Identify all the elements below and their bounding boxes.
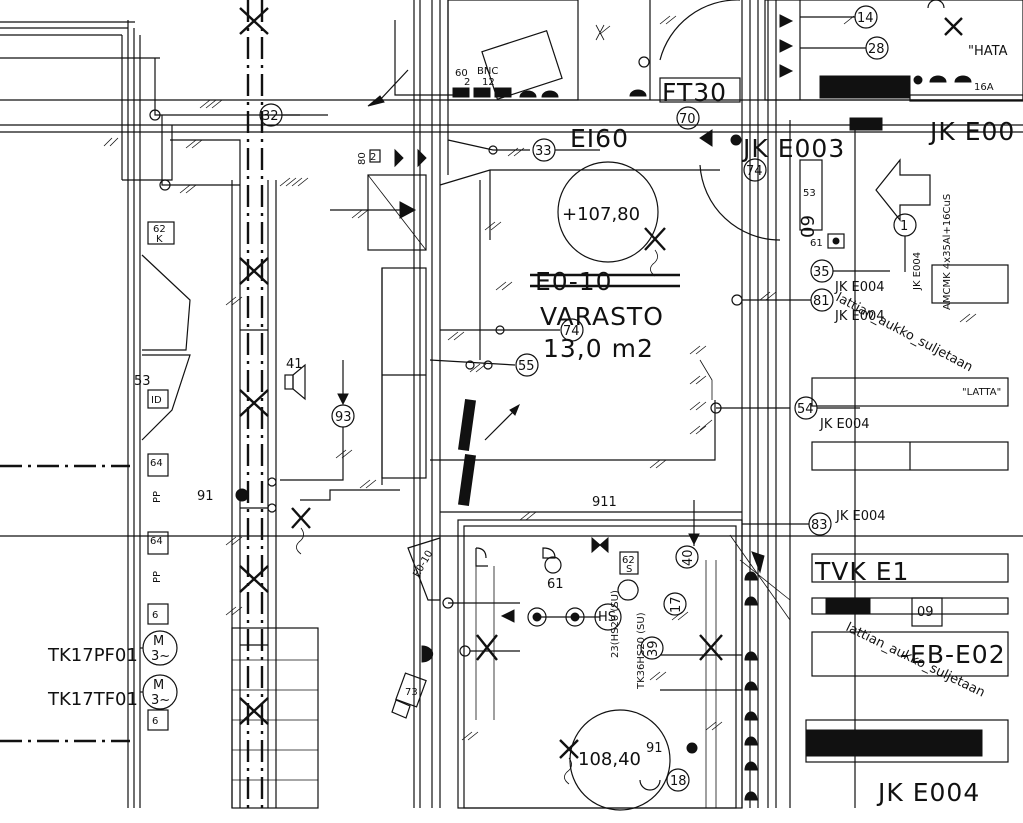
right-cables: 1 JK E004 AMCMK 4x35Al+16CuS 35 JK E004 …: [731, 158, 1009, 807]
svg-text:16A: 16A: [974, 82, 994, 93]
stair: [231, 627, 319, 809]
varasto-room: E0-10 VARASTO 13,0 m2 74 55: [429, 267, 790, 507]
svg-text:2: 2: [464, 77, 470, 88]
svg-text:83: 83: [811, 518, 828, 533]
svg-text:JK E004: JK E004: [834, 309, 885, 324]
svg-text:61: 61: [547, 577, 564, 592]
svg-text:74: 74: [563, 324, 580, 339]
svg-text:54: 54: [797, 402, 814, 417]
svg-text:18: 18: [670, 774, 687, 789]
svg-text:K: K: [156, 234, 163, 245]
svg-text:70: 70: [679, 112, 696, 127]
svg-text:35: 35: [813, 265, 830, 280]
svg-text:M: M: [153, 634, 164, 649]
mid-walls: [367, 0, 455, 808]
svg-text:911: 911: [592, 495, 617, 510]
svg-text:64: 64: [150, 458, 163, 469]
lower-room: 911 61 62 S 40 17 39 HS 23(HS20 (SU) TK3…: [391, 495, 791, 809]
svg-text:32: 32: [262, 109, 279, 124]
svg-text:JK E004: JK E004: [819, 417, 870, 432]
ft30-area: FT30 70 74: [629, 0, 781, 241]
svg-text:TK36HS20 (SU): TK36HS20 (SU): [636, 612, 647, 690]
svg-text:91: 91: [646, 741, 663, 756]
svg-text:39: 39: [646, 640, 661, 657]
motor-label-tf: TK17TF01: [47, 689, 138, 710]
svg-text:60: 60: [796, 215, 817, 238]
svg-text:1: 1: [900, 219, 908, 234]
shaft-circle-1: +107,80: [557, 161, 666, 277]
speaker-area: 41 93 91: [197, 357, 400, 555]
svg-text:09: 09: [917, 605, 934, 620]
svg-text:JK E004: JK E004: [834, 280, 885, 295]
motor-label-pf: TK17PF01: [47, 645, 138, 666]
svg-text:+107,80: +107,80: [562, 204, 640, 225]
svg-text:"HATA: "HATA: [968, 44, 1008, 59]
svg-text:3~: 3~: [151, 649, 170, 664]
misc-ticks: [225, 15, 855, 616]
svg-text:62: 62: [622, 555, 635, 566]
svg-text:PP: PP: [152, 491, 163, 503]
svg-text:62: 62: [153, 224, 166, 235]
svg-text:VARASTO: VARASTO: [540, 302, 664, 331]
svg-text:17: 17: [669, 596, 684, 613]
svg-text:13,0 m2: 13,0 m2: [543, 334, 654, 363]
svg-text:80: 80: [357, 152, 368, 165]
svg-text:E0-10: E0-10: [535, 267, 613, 296]
svg-text:41: 41: [286, 357, 303, 372]
top-right-rack: 14 28 "HATA 16A: [764, 0, 1023, 131]
column-x-marks: [239, 7, 269, 725]
svg-text:HS: HS: [598, 610, 616, 625]
svg-text:6: 6: [152, 610, 158, 621]
svg-text:6: 6: [152, 716, 158, 727]
svg-text:93: 93: [335, 410, 352, 425]
svg-text:2: 2: [370, 152, 376, 163]
svg-text:73: 73: [405, 687, 418, 698]
svg-text:S: S: [626, 564, 632, 575]
svg-text:53: 53: [803, 188, 816, 199]
svg-text:TVK E1: TVK E1: [814, 557, 909, 586]
svg-text:12: 12: [482, 77, 495, 88]
svg-text:AMCMK 4x35Al+16CuS: AMCMK 4x35Al+16CuS: [942, 194, 953, 310]
left-equipment: 62 K 53 ID 64 PP 64 PP 6 6 M 3~ M 3~: [134, 221, 191, 731]
svg-text:14: 14: [857, 11, 874, 26]
svg-text:3~: 3~: [151, 693, 170, 708]
svg-text:EI60: EI60: [570, 124, 629, 153]
svg-text:81: 81: [813, 294, 830, 309]
svg-text:"LATTA": "LATTA": [962, 387, 1001, 398]
svg-text:33: 33: [535, 144, 552, 159]
svg-text:JK E004: JK E004: [912, 252, 923, 291]
svg-text:PP: PP: [152, 571, 163, 583]
svg-text:FT30: FT30: [662, 78, 727, 107]
svg-text:BNC: BNC: [477, 66, 498, 77]
top-rack: 60 BNC 2 12: [367, 0, 579, 107]
svg-text:-EB-E02: -EB-E02: [900, 640, 1006, 669]
ei60-section: EI60 33 80 2: [330, 124, 720, 360]
svg-text:53: 53: [134, 374, 151, 389]
shaft-circle-2: 108,40 18 91: [559, 709, 698, 811]
jk-e003-label: JK E003: [741, 134, 845, 163]
svg-text:ID: ID: [151, 395, 162, 406]
svg-text:JK E004: JK E004: [876, 778, 980, 807]
upper-left-cables: 32: [103, 58, 328, 194]
svg-text:JK E004: JK E004: [835, 509, 886, 524]
svg-text:55: 55: [518, 359, 535, 374]
svg-text:108,40: 108,40: [578, 749, 641, 770]
svg-text:28: 28: [868, 42, 885, 57]
svg-text:40: 40: [681, 549, 696, 566]
svg-text:74: 74: [746, 164, 763, 179]
svg-text:M: M: [153, 678, 164, 693]
svg-text:60: 60: [455, 68, 468, 79]
jk-e00-right-label: JK E00: [928, 117, 1015, 146]
svg-text:64: 64: [150, 536, 163, 547]
svg-text:91: 91: [197, 489, 214, 504]
svg-text:23(HS20 (SU): 23(HS20 (SU): [610, 590, 621, 658]
svg-text:61: 61: [810, 238, 823, 249]
